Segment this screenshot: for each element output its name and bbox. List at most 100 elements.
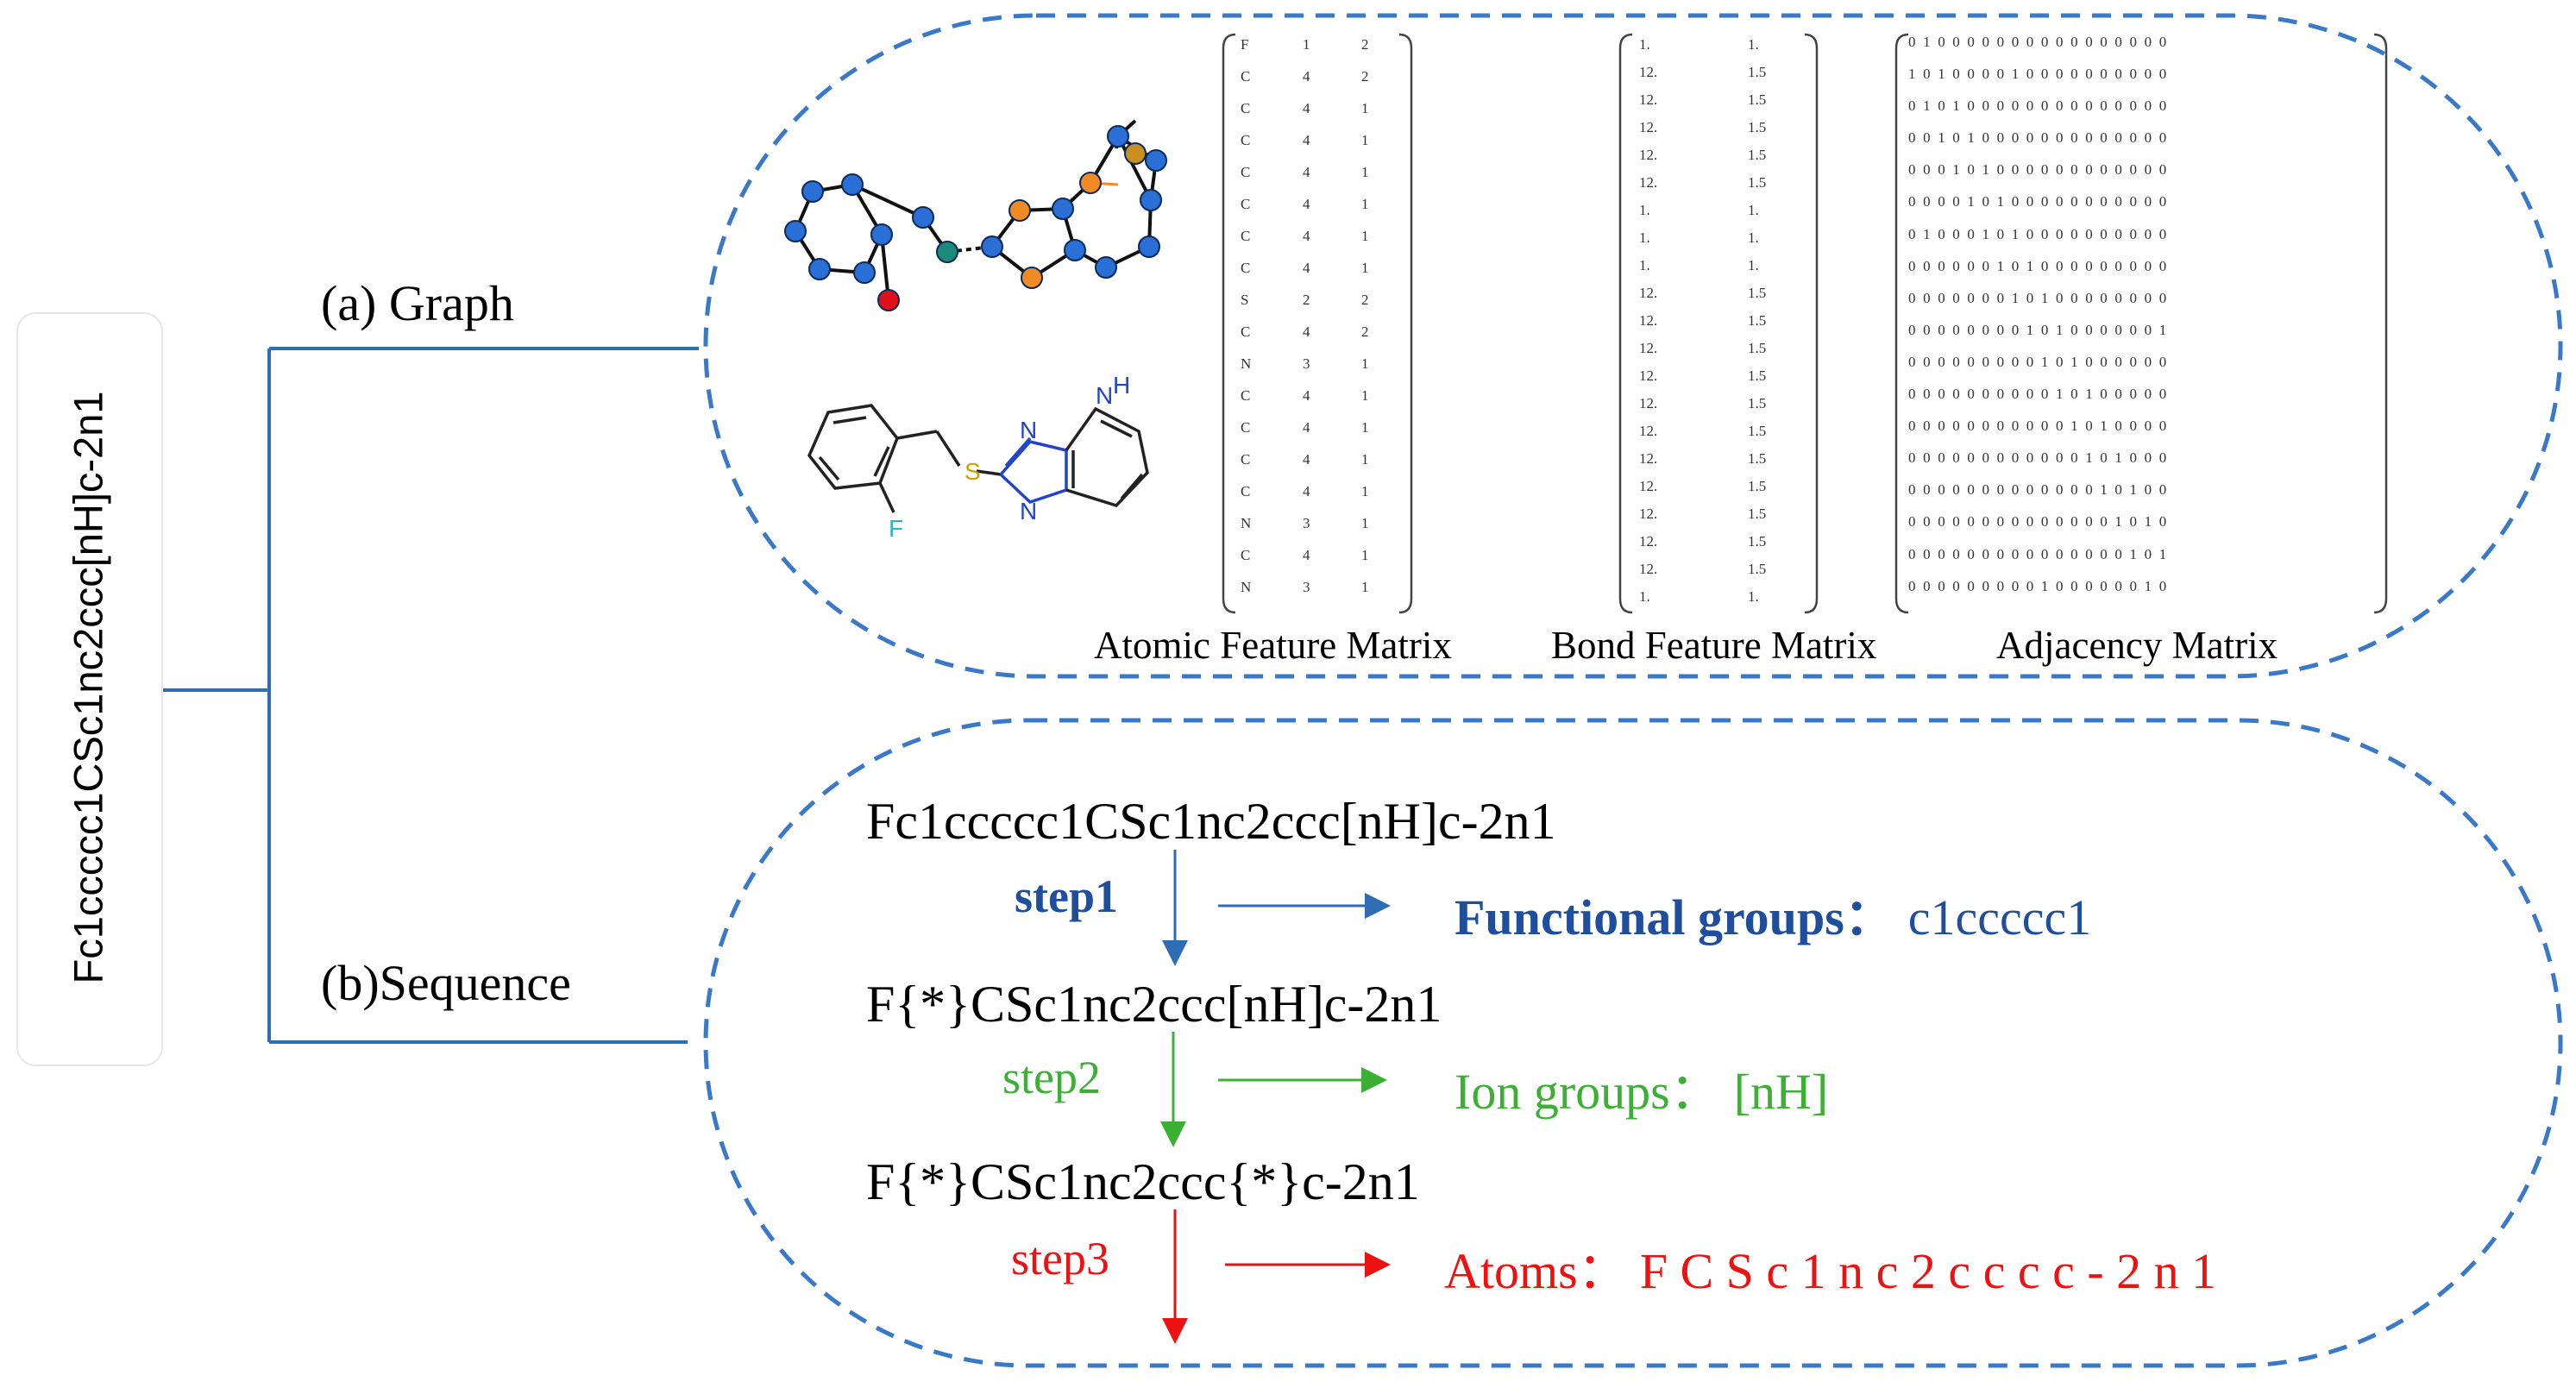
- matrix-cell: 1.5: [1748, 91, 1767, 108]
- matrix-cell: 12.: [1639, 450, 1658, 467]
- matrix-cell: 1.5: [1748, 450, 1767, 467]
- matrix-cell: 1: [1361, 387, 1369, 404]
- matrix-cell: 4: [1303, 228, 1310, 244]
- matrix-cell: C: [1241, 483, 1251, 499]
- atomic-matrix-row: C 4 1: [1241, 159, 1396, 191]
- matrix-cell: 1: [1361, 579, 1369, 595]
- matrix-brackets: [1222, 33, 2388, 614]
- bond-matrix-row: 1.1.: [1639, 197, 1803, 224]
- tree-connectors: [160, 347, 699, 1044]
- fluorine-label: F: [889, 515, 903, 542]
- step1-result: Functional groups：c1ccccc1: [1454, 876, 2091, 949]
- matrix-cell: 1: [1361, 483, 1369, 499]
- matrix-cell: 4: [1303, 132, 1310, 148]
- matrix-cell: 1.: [1639, 229, 1650, 246]
- matrix-cell: 1.5: [1748, 395, 1767, 411]
- matrix-cell: C: [1241, 228, 1251, 244]
- matrix-cell: 4: [1303, 547, 1310, 563]
- matrix-cell: 1.5: [1748, 119, 1767, 135]
- ion-groups-value: [nH]: [1733, 1064, 1829, 1120]
- matrix-cell: C: [1241, 260, 1251, 276]
- step2-result: Ion groups：[nH]: [1454, 1051, 1828, 1123]
- adjacency-matrix-row: 001010000000000000: [1908, 129, 2174, 147]
- adjacency-matrix-row: 000000000000101000: [1908, 449, 2174, 467]
- nh-hydrogen-label: H: [1113, 372, 1130, 399]
- matrix-cell: 3: [1303, 515, 1310, 531]
- matrix-cell: 1: [1361, 260, 1369, 276]
- matrix-cell: 1: [1361, 515, 1369, 531]
- matrix-cell: 4: [1303, 196, 1310, 212]
- matrix-cell: 1: [1361, 164, 1369, 180]
- sequence-line-2: F{*}CSc1nc2ccc[nH]c-2n1: [866, 976, 1442, 1033]
- bond-matrix-row: 1. 1.: [1639, 252, 1803, 279]
- matrix-cell: 1.5: [1748, 174, 1767, 191]
- sequence-line-1: Fc1ccccc1CSc1nc2ccc[nH]c-2n1: [866, 793, 1556, 850]
- graph-capsule: [703, 13, 2563, 679]
- matrix-cell: 12.: [1639, 119, 1658, 135]
- matrix-cell: N: [1241, 579, 1252, 595]
- matrix-cell: 1.5: [1748, 506, 1767, 522]
- nitrogen-label-2: N: [1020, 498, 1037, 524]
- matrix-cell: C: [1241, 196, 1251, 212]
- bond-feature-matrix: 1. 1. 12. 1.5 12. 1.5 12. 1.5 12. 1.5 12. 1.5 1. 1. 1.…: [1639, 31, 1803, 611]
- sequence-line-3: F{*}CSc1nc2ccc{*}c-2n1: [866, 1153, 1420, 1210]
- matrix-cell: 12.: [1639, 395, 1658, 411]
- matrix-cell: C: [1241, 419, 1251, 436]
- matrix-cell: 1.5: [1748, 340, 1767, 356]
- bond-matrix-row: 12.1.5: [1639, 307, 1803, 335]
- matrix-cell: 2: [1361, 292, 1369, 308]
- bond-matrix-row: 12.1.5: [1639, 279, 1803, 307]
- adjacency-matrix-row: 010001010000000000: [1908, 225, 2174, 242]
- atoms-value: F C S c 1 n c 2 c c c c - 2 n 1: [1639, 1243, 2217, 1299]
- matrix-cell: 4: [1303, 260, 1310, 276]
- bond-matrix-row: 12.1.5: [1639, 169, 1803, 197]
- matrix-cell: 12.: [1639, 340, 1658, 356]
- matrix-cell: F: [1241, 36, 1249, 53]
- adjacency-matrix-row: 010100000000000000: [1908, 97, 2174, 115]
- matrix-cell: C: [1241, 68, 1251, 85]
- matrix-cell: C: [1241, 387, 1251, 404]
- matrix-cell: 12.: [1639, 64, 1658, 80]
- matrix-cell: 1.5: [1748, 423, 1767, 439]
- step2-label: step2: [1002, 1052, 1101, 1103]
- matrix-cell: 3: [1303, 355, 1310, 372]
- atomic-matrix-row: C 4 1: [1241, 254, 1396, 286]
- bond-matrix-row: 12. 1.5: [1639, 114, 1803, 141]
- adjacency-matrix-row: 000000000010100000: [1908, 386, 2174, 403]
- adjacency-matrix-row: 010000000000000000: [1908, 34, 2174, 50]
- matrix-cell: 1.: [1748, 257, 1759, 273]
- matrix-cell: 1.5: [1748, 312, 1767, 329]
- bond-matrix-row: 12. 1.5: [1639, 390, 1803, 418]
- sulfur-label: S: [964, 458, 981, 485]
- adjacency-matrix-row: 000000000000010100: [1908, 481, 2174, 499]
- matrix-cell: 1.5: [1748, 64, 1767, 80]
- matrix-cell: 1.: [1748, 202, 1759, 218]
- bond-matrix-row: 12.1.5: [1639, 362, 1803, 390]
- matrix-cell: C: [1241, 164, 1251, 180]
- adjacency-matrix-row: 000010100000000000: [1908, 193, 2174, 210]
- ion-groups-label: Ion groups：: [1454, 1064, 1720, 1120]
- bond-matrix-row: 12.1.5: [1639, 141, 1803, 169]
- bond-matrix-label: Bond Feature Matrix: [1551, 624, 1877, 667]
- matrix-cell: C: [1241, 547, 1251, 563]
- nitrogen-label-1: N: [1020, 417, 1037, 443]
- matrix-cell: 4: [1303, 164, 1310, 180]
- adjacency-matrix-label: Adjacency Matrix: [1996, 624, 2278, 667]
- matrix-cell: 1.: [1639, 257, 1650, 273]
- adjacency-matrix-row: 000000000001010000: [1908, 418, 2174, 435]
- nh-nitrogen-label: N: [1096, 382, 1113, 409]
- bond-matrix-row: 12.1.5: [1639, 556, 1803, 583]
- graph-branch-label: (a) Graph: [321, 275, 514, 331]
